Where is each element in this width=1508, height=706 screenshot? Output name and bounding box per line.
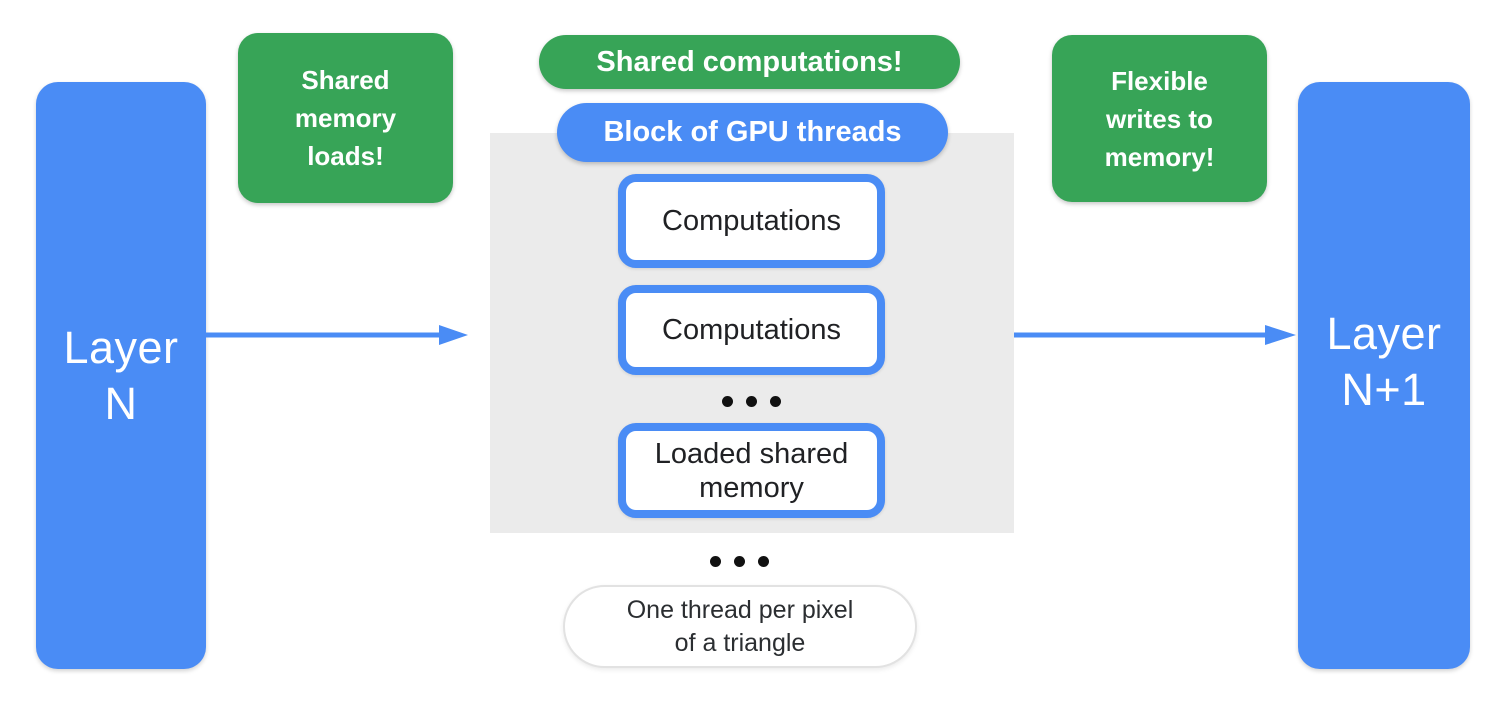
- layer-n-plus-1-label: Layer N+1: [1326, 306, 1441, 418]
- computations-box-1-label: Computations: [662, 205, 841, 237]
- computations-box-2: Computations: [618, 285, 885, 375]
- gpu-block-label: Block of GPU threads: [603, 116, 902, 148]
- loaded-shared-memory-box: Loaded shared memory: [618, 423, 885, 518]
- computations-box-1: Computations: [618, 174, 885, 268]
- callout-right-line3: memory!: [1104, 141, 1215, 172]
- callout-left-line1: Shared: [301, 65, 390, 95]
- layer-n-line2: N: [104, 377, 138, 429]
- dot: [722, 396, 733, 407]
- callout-right-line2: writes to: [1106, 103, 1213, 134]
- layer-n-line1: Layer: [63, 321, 179, 373]
- gpu-block-label-pill: Block of GPU threads: [557, 103, 948, 162]
- callout-shared-computations: Shared computations!: [539, 35, 960, 89]
- note-line2: of a triangle: [674, 628, 806, 657]
- ellipsis-icon-inside-block: [722, 396, 781, 407]
- layer-n-plus-1-line1: Layer: [1326, 307, 1442, 359]
- callout-left-line2: memory: [294, 103, 397, 133]
- flow-arrow-left-icon: [206, 325, 468, 345]
- dot: [770, 396, 781, 407]
- callout-center-label: Shared computations!: [596, 45, 903, 78]
- flow-arrow-right-icon: [1013, 325, 1296, 345]
- dot: [758, 556, 769, 567]
- one-thread-note: One thread per pixel of a triangle: [563, 585, 917, 668]
- loaded-shared-memory-label: Loaded shared memory: [654, 437, 849, 504]
- layer-n-plus-1-box: Layer N+1: [1298, 82, 1470, 669]
- note-line1: One thread per pixel: [626, 595, 854, 624]
- layer-n-plus-1-line2: N+1: [1341, 363, 1427, 415]
- dot: [746, 396, 757, 407]
- dot: [710, 556, 721, 567]
- computations-box-2-label: Computations: [662, 314, 841, 346]
- callout-flexible-writes: Flexible writes to memory!: [1052, 35, 1267, 202]
- layer-n-label: Layer N: [63, 320, 178, 432]
- callout-left-line3: loads!: [307, 141, 384, 171]
- layer-n-box: Layer N: [36, 82, 206, 669]
- ellipsis-icon-below-block: [710, 556, 769, 567]
- callout-right-line1: Flexible: [1111, 65, 1208, 96]
- dot: [734, 556, 745, 567]
- callout-shared-memory-loads: Shared memory loads!: [238, 33, 453, 203]
